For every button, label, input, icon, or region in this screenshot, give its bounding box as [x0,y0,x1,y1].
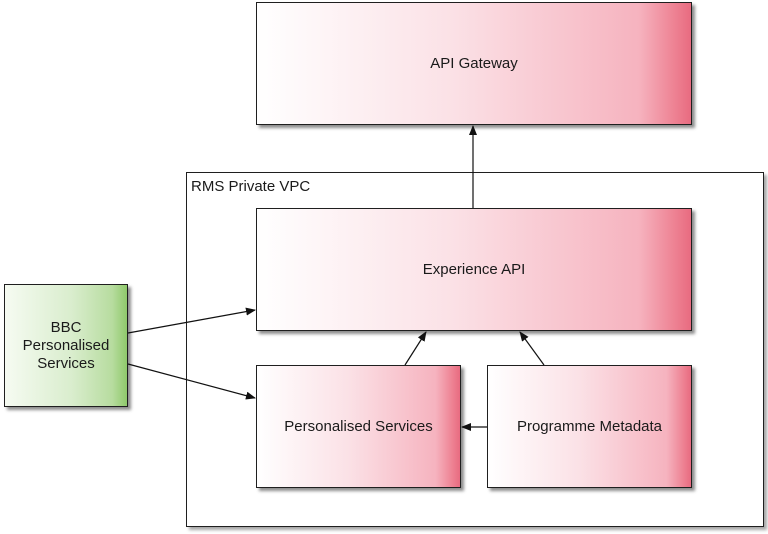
bbc-personalised-services-label: BBC Personalised Services [22,318,110,372]
rms-private-vpc-label: RMS Private VPC [191,178,311,195]
api-gateway-label: API Gateway [430,54,518,72]
personalised-services-node: Personalised Services [256,365,461,488]
bbc-personalised-services-node: BBC Personalised Services [4,284,128,407]
experience-api-node: Experience API [256,208,692,331]
programme-metadata-node: Programme Metadata [487,365,692,488]
experience-api-label: Experience API [422,260,526,278]
personalised-services-label: Personalised Services [284,417,433,435]
api-gateway-node: API Gateway [256,2,692,125]
programme-metadata-label: Programme Metadata [516,417,663,435]
